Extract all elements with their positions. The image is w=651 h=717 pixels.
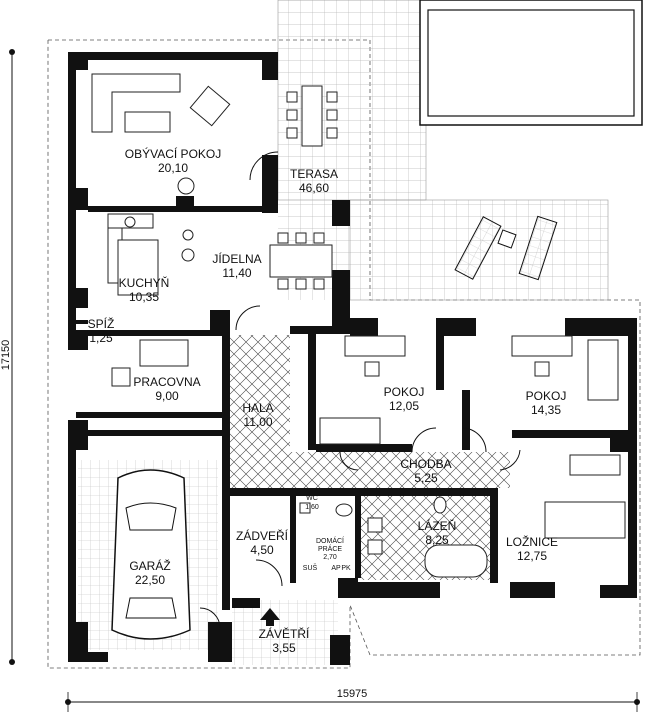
svg-text:1,25: 1,25 [89, 331, 113, 345]
svg-text:5,25: 5,25 [414, 471, 438, 485]
svg-text:POKOJ: POKOJ [526, 389, 567, 403]
room-label-loznice: LOŽNICE 12,75 [506, 534, 558, 563]
pool [419, 0, 643, 126]
appliance-labels: SUŠ AP PK [303, 563, 351, 572]
svg-text:HALA: HALA [242, 401, 273, 415]
svg-text:8,25: 8,25 [425, 533, 449, 547]
svg-text:DOMÁCÍ: DOMÁCÍ [316, 536, 344, 545]
room-label-garaz: GARÁŽ 22,50 [129, 558, 170, 587]
room-label-zadveri: ZÁDVEŘÍ 4,50 [236, 528, 289, 557]
svg-text:4,50: 4,50 [250, 543, 274, 557]
svg-text:22,50: 22,50 [135, 573, 165, 587]
study-desk [111, 339, 189, 387]
terrace-table [286, 85, 338, 147]
svg-text:14,35: 14,35 [531, 403, 561, 417]
bed [319, 339, 626, 539]
svg-text:12,75: 12,75 [517, 549, 547, 563]
svg-text:1,60: 1,60 [305, 504, 319, 511]
svg-text:SPÍŽ: SPÍŽ [88, 316, 115, 331]
interior-walls [76, 206, 630, 610]
desk [344, 335, 573, 377]
svg-text:KUCHYŇ: KUCHYŇ [119, 275, 170, 290]
sun-lounger [454, 215, 558, 281]
svg-text:PRACOVNA: PRACOVNA [133, 375, 200, 389]
svg-text:JÍDELNA: JÍDELNA [212, 251, 261, 266]
svg-text:17150: 17150 [0, 340, 12, 371]
svg-text:OBÝVACÍ POKOJ: OBÝVACÍ POKOJ [125, 146, 221, 161]
dimension-width: 15975 [65, 688, 640, 712]
room-label-wc: WC 1,60 [305, 495, 319, 511]
room-label-pokoj-2: POKOJ 14,35 [526, 389, 567, 417]
svg-text:46,60: 46,60 [299, 181, 329, 195]
svg-text:WC: WC [306, 495, 318, 502]
sink [299, 502, 383, 555]
svg-text:PK: PK [341, 565, 351, 572]
toilet [335, 496, 447, 517]
room-label-hala: HALA 11,00 [242, 401, 273, 429]
door-swing [199, 151, 521, 629]
svg-text:TERASA: TERASA [290, 167, 338, 181]
room-label-terasa: TERASA 46,60 [290, 167, 338, 195]
room-label-chodba: CHODBA 5,25 [400, 457, 451, 485]
svg-text:GARÁŽ: GARÁŽ [129, 558, 170, 573]
kitchen-counter [107, 213, 195, 296]
entrance-arrow-icon [260, 608, 280, 626]
room-label-kuchyn: KUCHYŇ 10,35 [119, 275, 170, 304]
exterior-walls [68, 52, 637, 665]
svg-text:2,70: 2,70 [323, 554, 337, 561]
svg-text:PRÁCE: PRÁCE [318, 544, 342, 553]
svg-text:LOŽNICE: LOŽNICE [506, 534, 558, 549]
fireplace [176, 177, 195, 208]
svg-text:CHODBA: CHODBA [400, 457, 451, 471]
room-label-spiz: SPÍŽ 1,25 [88, 316, 115, 345]
svg-text:LÁZEŇ: LÁZEŇ [418, 518, 457, 533]
svg-text:11,40: 11,40 [222, 266, 251, 280]
room-label-obyvaci-pokoj: OBÝVACÍ POKOJ 20,10 [125, 146, 221, 175]
room-label-zavetri: ZÁVĚTŘÍ 3,55 [259, 626, 310, 655]
room-label-lazen: LÁZEŇ 8,25 [418, 518, 457, 547]
svg-text:ZÁDVEŘÍ: ZÁDVEŘÍ [236, 528, 289, 543]
svg-text:10,35: 10,35 [129, 290, 159, 304]
armchair [189, 85, 231, 127]
svg-text:3,55: 3,55 [272, 641, 296, 655]
room-label-pracovna: PRACOVNA 9,00 [133, 375, 200, 403]
bathtub [424, 544, 488, 578]
sofa [91, 73, 181, 133]
car [111, 469, 191, 640]
svg-text:15975: 15975 [337, 688, 368, 700]
dining-table [269, 232, 333, 290]
room-label-jidelna: JÍDELNA 11,40 [212, 251, 261, 280]
svg-text:AP: AP [331, 565, 341, 572]
svg-text:11,00: 11,00 [243, 415, 272, 429]
svg-text:20,10: 20,10 [158, 161, 188, 175]
svg-text:SUŠ: SUŠ [303, 563, 318, 572]
svg-text:9,00: 9,00 [155, 389, 179, 403]
room-label-domaci-prace: DOMÁCÍ PRÁCE 2,70 [316, 536, 344, 561]
svg-text:12,05: 12,05 [389, 399, 419, 413]
room-label-pokoj-1: POKOJ 12,05 [384, 385, 425, 413]
dimension-height: 17150 [0, 49, 15, 665]
svg-text:ZÁVĚTŘÍ: ZÁVĚTŘÍ [259, 626, 310, 641]
svg-text:POKOJ: POKOJ [384, 385, 425, 399]
